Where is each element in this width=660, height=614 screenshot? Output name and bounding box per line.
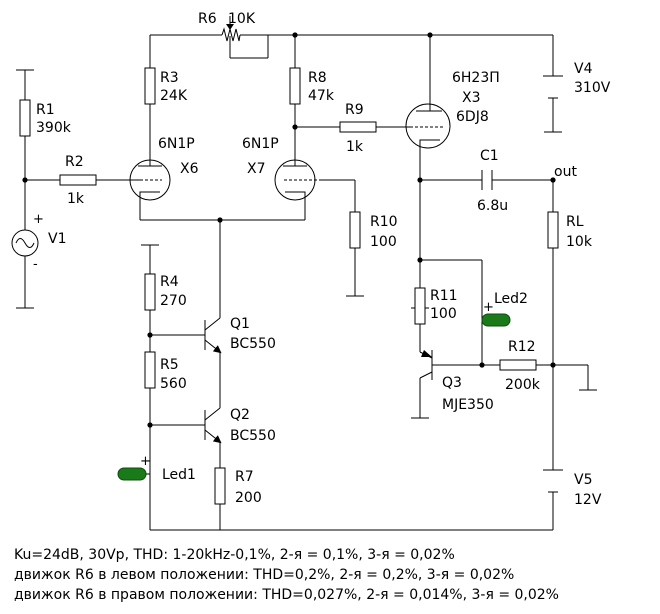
resistor-r8	[289, 67, 301, 105]
rl-value: 10k	[566, 234, 593, 250]
r6-value: 10K	[228, 11, 256, 27]
r9-ref: R9	[345, 102, 364, 118]
x6-ref: X6	[180, 161, 199, 177]
notes-block: Ku=24dB, 30Vp, THD: 1-20kHz-0,1%, 2-я = …	[14, 545, 654, 605]
schematic-diagram: + -	[11, 11, 611, 531]
q3-ref: Q3	[442, 375, 462, 391]
potentiometer-r6	[221, 16, 241, 42]
r3-value: 24K	[160, 88, 188, 104]
r8-ref: R8	[308, 70, 327, 86]
r5-ref: R5	[160, 357, 179, 373]
x6-type: 6N1P	[158, 136, 195, 152]
c1-ref: C1	[480, 148, 499, 164]
tube-x6	[129, 159, 171, 201]
junction-dots	[22, 32, 556, 428]
battery-v4	[543, 75, 563, 99]
led2-ref: Led2	[494, 291, 528, 307]
x7-type: 6N1P	[242, 136, 279, 152]
transistor-q3	[419, 350, 433, 380]
r9-value: 1k	[346, 139, 364, 155]
q1-ref: Q1	[230, 316, 250, 332]
x7-ref: X7	[247, 161, 266, 177]
x3-ref: X3	[462, 90, 481, 106]
r1-value: 390k	[36, 120, 72, 136]
r11-value: 100	[430, 306, 457, 322]
q2-ref: Q2	[230, 407, 250, 423]
r11-ref: R11	[430, 288, 458, 304]
resistor-r9	[339, 121, 377, 133]
r6-ref: R6	[198, 11, 217, 27]
r12-ref: R12	[508, 339, 536, 355]
note-line-3: движок R6 в правом положении: THD=0,027%…	[14, 587, 559, 603]
transistor-q2	[204, 407, 222, 444]
r10-ref: R10	[370, 214, 398, 230]
r4-ref: R4	[160, 274, 179, 290]
led2: +	[481, 300, 511, 327]
r2-ref: R2	[65, 154, 84, 170]
r8-value: 47k	[308, 88, 335, 104]
x3-type: 6DJ8	[456, 109, 489, 125]
rl-ref: RL	[566, 214, 584, 230]
v5-ref: V5	[574, 472, 592, 488]
svg-text:+: +	[483, 300, 494, 315]
resistor-r1	[19, 99, 31, 137]
v1-ref: V1	[48, 231, 66, 247]
r7-ref: R7	[235, 469, 254, 485]
r1-ref: R1	[36, 102, 55, 118]
battery-v5	[543, 469, 563, 493]
c1-value: 6.8u	[477, 198, 508, 214]
r10-value: 100	[370, 234, 397, 250]
capacitor-c1	[481, 170, 493, 190]
resistor-r2	[59, 174, 97, 186]
note-line-1: Ku=24dB, 30Vp, THD: 1-20kHz-0,1%, 2-я = …	[14, 547, 455, 563]
r5-value: 560	[160, 376, 187, 392]
r4-value: 270	[160, 293, 187, 309]
v1-minus-label: -	[33, 257, 38, 272]
tube-x3	[405, 103, 451, 149]
tube-x7	[274, 159, 320, 201]
x3-alt-type: 6Н23П	[452, 70, 500, 86]
q3-type: MJE350	[442, 397, 494, 413]
v5-value: 12V	[574, 492, 602, 508]
r2-value: 1k	[67, 191, 85, 207]
led1: +	[117, 454, 151, 481]
resistor-rl	[547, 211, 559, 249]
resistor-r5	[144, 351, 156, 389]
resistor-r12	[499, 359, 537, 371]
q1-type: BC550	[230, 336, 276, 352]
resistor-r7	[214, 467, 226, 505]
svg-text:+: +	[140, 454, 151, 469]
transistor-q1	[204, 317, 222, 354]
led1-ref: Led1	[162, 467, 196, 483]
r12-value: 200k	[505, 377, 541, 393]
v4-ref: V4	[574, 61, 593, 77]
q2-type: BC550	[230, 428, 276, 444]
r7-value: 200	[235, 490, 262, 506]
resistor-r10	[349, 211, 361, 249]
resistor-r4	[144, 273, 156, 311]
v1-plus-label: +	[33, 212, 44, 227]
r3-ref: R3	[160, 70, 179, 86]
resistor-r3	[144, 67, 156, 105]
resistor-r11	[414, 287, 426, 325]
out-net-label: out	[554, 164, 577, 180]
v4-value: 310V	[574, 80, 611, 96]
wires	[24, 16, 589, 531]
ac-source-v1: + -	[11, 212, 44, 272]
note-line-2: движок R6 в левом положении: THD=0,2%, 2…	[14, 567, 515, 583]
component-labels: R1 390k R2 1k R3 24K R6 10K R8 47k R9 1k…	[36, 11, 611, 508]
